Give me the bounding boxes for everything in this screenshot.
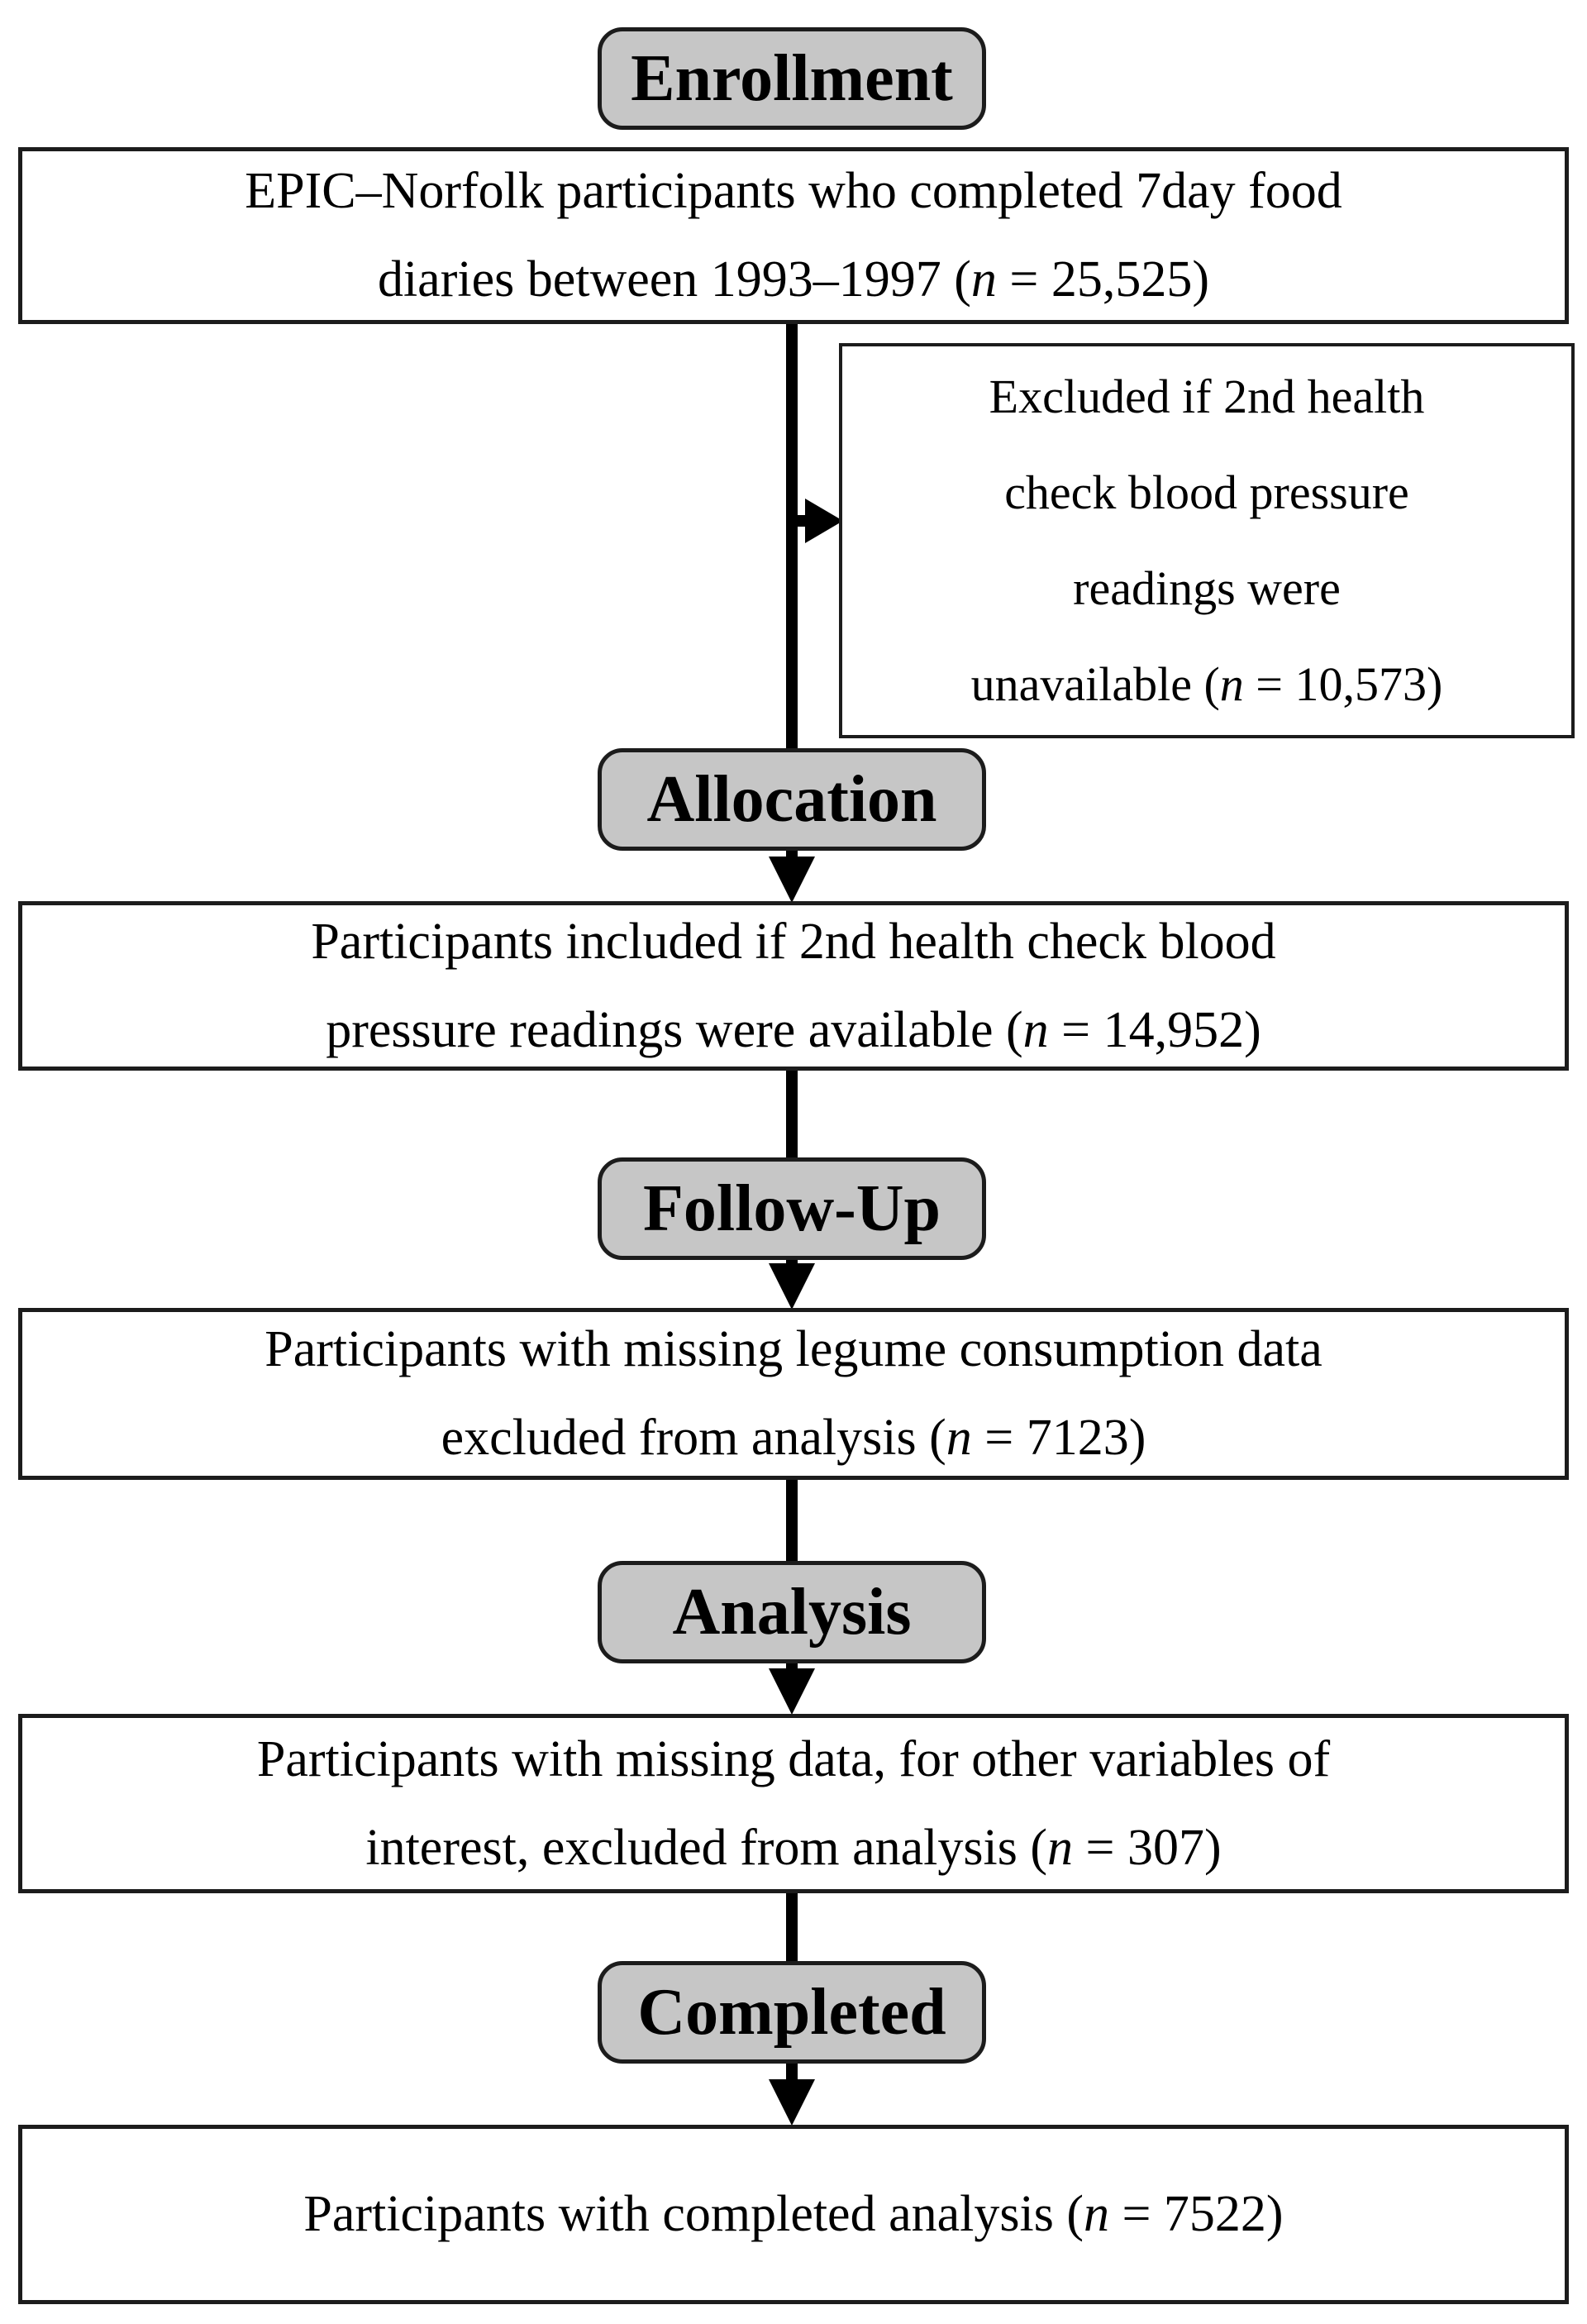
connector-followup-analysis (786, 1480, 798, 1561)
box-text-line: pressure readings were available (n = 14… (326, 986, 1261, 1075)
connector-completed-box (786, 2064, 798, 2083)
arrowhead-down-icon (769, 2079, 815, 2126)
arrowhead-down-icon (769, 1263, 815, 1310)
box-text-line: Participants with missing data, for othe… (257, 1716, 1330, 1804)
text-segment: Participants included if 2nd health chec… (311, 913, 1276, 970)
text-segment: readings were (1073, 561, 1341, 615)
text-segment: interest, excluded from analysis ( (365, 1819, 1048, 1876)
text-segment: Participants with completed analysis ( (303, 2186, 1084, 2243)
text-segment: = 25,525) (996, 251, 1210, 308)
text-segment: = 7522) (1108, 2186, 1284, 2243)
stage-label-followup: Follow-Up (643, 1172, 941, 1245)
text-segment: = 14,952) (1048, 1001, 1261, 1058)
stage-pill-enrollment: Enrollment (598, 27, 986, 130)
italic-n-symbol: n (1047, 1819, 1074, 1876)
text-segment: = 10,573) (1243, 657, 1443, 711)
flow-box-analysis: Participants with missing data, for othe… (18, 1714, 1569, 1893)
text-segment: diaries between 1993–1997 ( (377, 251, 971, 308)
box-text-line: Participants with missing legume consump… (264, 1305, 1322, 1394)
text-segment: Participants with missing legume consump… (264, 1321, 1322, 1378)
text-segment: Excluded if 2nd health (989, 370, 1425, 423)
flow-box-excluded-bp: Excluded if 2nd health check blood press… (839, 343, 1575, 738)
text-segment: excluded from analysis ( (441, 1410, 946, 1466)
box-text-line: diaries between 1993–1997 (n = 25,525) (378, 236, 1209, 324)
box-text-line: Participants with completed analysis (n … (303, 2170, 1283, 2259)
stage-pill-allocation: Allocation (598, 748, 986, 851)
box-text-line: Participants included if 2nd health chec… (311, 898, 1275, 986)
text-segment: = 7123) (971, 1410, 1146, 1466)
stage-label-allocation: Allocation (646, 762, 937, 836)
box-text-line: Excluded if 2nd health (989, 349, 1425, 445)
flow-box-enrollment: EPIC–Norfolk participants who completed … (18, 147, 1569, 324)
text-segment: check blood pressure (1004, 465, 1409, 519)
box-text-line: EPIC–Norfolk participants who completed … (245, 147, 1342, 236)
text-segment: unavailable ( (970, 657, 1220, 711)
connector-analysis-completed (786, 1893, 798, 1961)
arrowhead-down-icon (769, 857, 815, 903)
flow-box-completed: Participants with completed analysis (n … (18, 2125, 1569, 2304)
stage-label-analysis: Analysis (672, 1575, 912, 1649)
text-segment: = 307) (1073, 1819, 1222, 1876)
box-text-line: interest, excluded from analysis (n = 30… (365, 1804, 1221, 1892)
stage-label-completed: Completed (637, 1975, 946, 2049)
text-segment: Participants with missing data, for othe… (256, 1730, 1331, 1787)
flow-box-followup: Participants with missing legume consump… (18, 1308, 1569, 1480)
text-segment: pressure readings were available ( (326, 1001, 1023, 1058)
text-segment: EPIC–Norfolk participants who completed … (245, 163, 1342, 220)
box-text-line: unavailable (n = 10,573) (971, 637, 1443, 733)
italic-n-symbol: n (1083, 2186, 1109, 2243)
box-text-line: excluded from analysis (n = 7123) (441, 1394, 1146, 1482)
arrowhead-down-icon (769, 1668, 815, 1715)
italic-n-symbol: n (946, 1410, 972, 1466)
connector-enrollment-allocation (786, 324, 798, 748)
italic-n-symbol: n (970, 251, 997, 308)
box-text-line: check blood pressure (1004, 445, 1409, 541)
flow-box-allocation: Participants included if 2nd health chec… (18, 901, 1569, 1071)
stage-label-enrollment: Enrollment (631, 41, 953, 115)
stage-pill-analysis: Analysis (598, 1561, 986, 1663)
branch-arrowhead-right-icon (805, 499, 843, 543)
stage-pill-completed: Completed (598, 1961, 986, 2064)
italic-n-symbol: n (1219, 657, 1244, 711)
box-text-line: readings were (1073, 541, 1341, 637)
connector-allocation-followup (786, 1071, 798, 1157)
italic-n-symbol: n (1022, 1001, 1049, 1058)
stage-pill-followup: Follow-Up (598, 1157, 986, 1260)
